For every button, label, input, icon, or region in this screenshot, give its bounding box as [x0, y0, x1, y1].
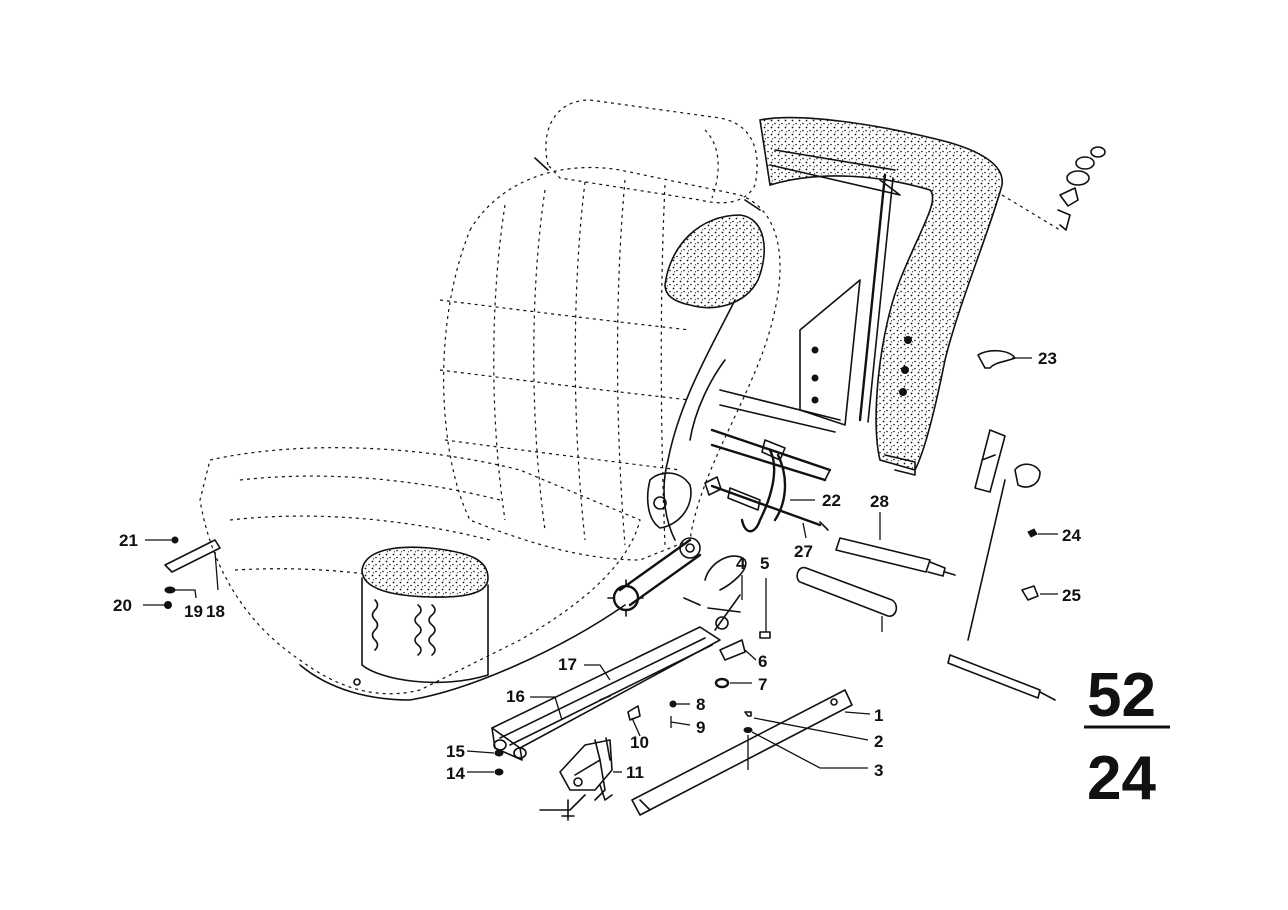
callout-10: 10	[630, 733, 649, 752]
group-reference-top: 52	[1087, 661, 1156, 730]
knob-stack	[1001, 146, 1106, 231]
callout-16: 16	[506, 687, 525, 706]
screw-part-8: 8	[669, 695, 705, 714]
callout-15: 15	[446, 742, 465, 761]
callout-17: 17	[558, 655, 577, 674]
seat-spring-foam	[361, 546, 489, 598]
callout-26: 27	[794, 542, 813, 561]
screw-part-9: 9	[670, 716, 705, 737]
backrest-back-panel	[759, 116, 1003, 471]
bracket-part-6: 6	[719, 639, 767, 671]
screw-part-21: 21	[119, 531, 179, 550]
lever-part-4: 4	[683, 554, 747, 631]
clip-part-25: 25	[1021, 585, 1081, 605]
callout-27: 28	[870, 492, 889, 511]
clip-part-19: 19	[164, 586, 203, 621]
bracket-part-10: 10	[627, 705, 649, 752]
adjuster-shaft-22-26: 22 27	[704, 439, 841, 561]
backrest-frame	[710, 116, 1003, 482]
callout-6: 6	[758, 652, 767, 671]
backrest-foam-patch	[664, 214, 765, 309]
tube-part-27: 28	[835, 492, 956, 577]
callout-23: 23	[1038, 349, 1057, 368]
release-rod	[947, 429, 1056, 701]
trim-bar-part-18: 18	[164, 539, 225, 621]
callout-8: 8	[696, 695, 705, 714]
seat-slide-rails-16-17: 16 17	[491, 626, 721, 761]
callout-1: 1	[874, 706, 883, 725]
group-reference-bottom: 24	[1087, 744, 1156, 813]
bolt-part-5: 5	[759, 554, 771, 639]
seat-assembly	[199, 99, 781, 701]
callout-21: 21	[119, 531, 138, 550]
callout-25: 25	[1062, 586, 1081, 605]
callout-2: 2	[874, 732, 883, 751]
callout-20: 20	[113, 596, 132, 615]
callout-9: 9	[696, 718, 705, 737]
callout-22: 22	[822, 491, 841, 510]
sleeve-part-28	[796, 566, 898, 632]
callout-4: 4	[736, 554, 746, 573]
screw-part-20: 20	[113, 596, 172, 615]
callout-24: 24	[1062, 526, 1081, 545]
recliner-arm	[618, 538, 702, 607]
screw-part-24: 24	[1027, 526, 1081, 545]
screw-part-2: 2	[744, 711, 883, 751]
backrest	[443, 166, 781, 561]
callout-18: 18	[206, 602, 225, 621]
washer-part-14: 14	[446, 764, 504, 783]
seat-cushion	[199, 447, 641, 695]
seat-rail-part-1: 1	[631, 689, 883, 816]
callout-7: 7	[758, 675, 767, 694]
callout-11: 11	[626, 763, 644, 782]
slide-bracket-part-11: 11	[539, 737, 644, 821]
handle-part-23: 23	[977, 349, 1057, 369]
callout-14: 14	[446, 764, 465, 783]
headrest	[545, 99, 758, 204]
group-reference: 52 24	[1084, 661, 1170, 813]
callout-5: 5	[760, 554, 769, 573]
callout-3: 3	[874, 761, 883, 780]
washer-part-3: 3	[743, 727, 883, 780]
nut-part-7: 7	[714, 675, 767, 694]
callout-19: 19	[184, 602, 203, 621]
